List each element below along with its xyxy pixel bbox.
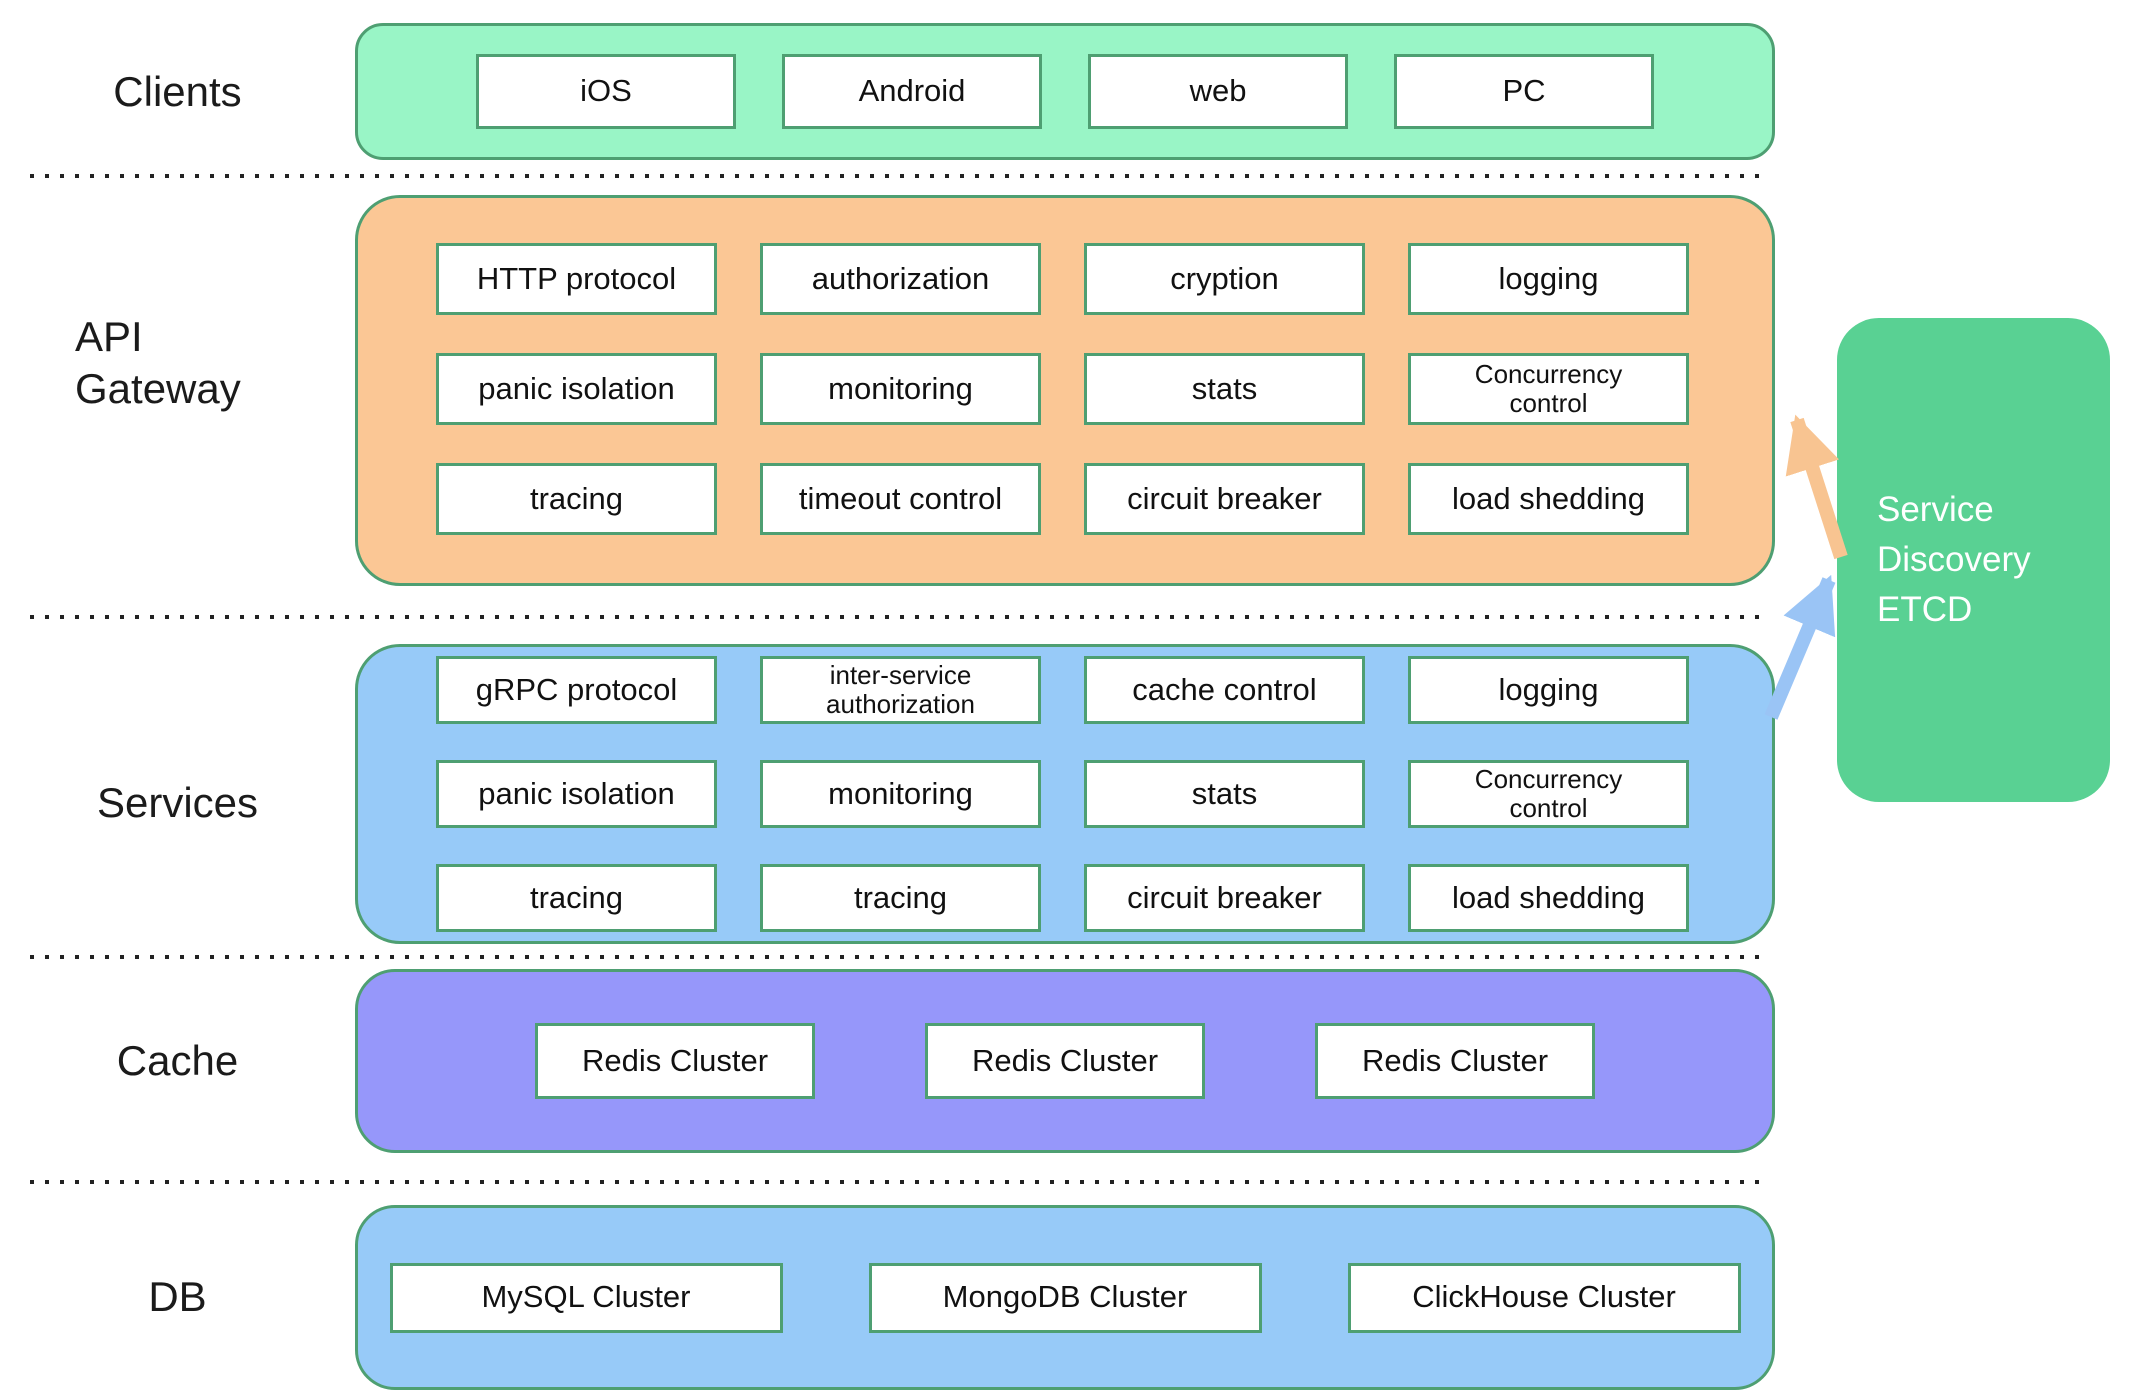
db-box-clickhouse-cluster: ClickHouse Cluster — [1347, 1262, 1741, 1333]
api-gateway-box-monitoring: monitoring — [760, 353, 1041, 425]
layer-label-db: DB — [148, 1273, 207, 1320]
layer-db-band: MySQL Cluster MongoDB Cluster ClickHouse… — [355, 1205, 1775, 1390]
services-box-tracing-2: tracing — [760, 864, 1041, 932]
services-box-inter-service-authorization: inter-service authorization — [760, 656, 1041, 724]
cache-box-redis-cluster-1: Redis Cluster — [535, 1023, 815, 1099]
separator-apigateway-services — [30, 615, 1770, 619]
separator-cache-db — [30, 1180, 1770, 1184]
arrow-etcd-to-api-gateway — [1785, 414, 1848, 560]
separator-clients-apigateway — [30, 174, 1770, 178]
clients-box-android: Android — [782, 54, 1042, 129]
api-gateway-box-http-protocol: HTTP protocol — [436, 243, 717, 315]
services-box-circuit-breaker: circuit breaker — [1084, 864, 1365, 932]
api-gateway-box-stats: stats — [1084, 353, 1365, 425]
api-gateway-box-circuit-breaker: circuit breaker — [1084, 463, 1365, 535]
arrow-services-to-etcd — [1764, 574, 1836, 720]
db-box-mongodb-cluster: MongoDB Cluster — [868, 1262, 1262, 1333]
api-gateway-box-authorization: authorization — [760, 243, 1041, 315]
layer-clients-band: iOS Android web PC — [355, 23, 1775, 160]
api-gateway-box-cryption: cryption — [1084, 243, 1365, 315]
services-box-grpc-protocol: gRPC protocol — [436, 656, 717, 724]
services-box-stats: stats — [1084, 760, 1365, 828]
services-box-monitoring: monitoring — [760, 760, 1041, 828]
api-gateway-box-panic-isolation: panic isolation — [436, 353, 717, 425]
cache-box-redis-cluster-3: Redis Cluster — [1315, 1023, 1595, 1099]
layer-api-gateway-band: HTTP protocol authorization cryption log… — [355, 195, 1775, 586]
api-gateway-box-load-shedding: load shedding — [1408, 463, 1689, 535]
separator-services-cache — [30, 955, 1770, 959]
services-box-load-shedding: load shedding — [1408, 864, 1689, 932]
api-gateway-box-timeout-control: timeout control — [760, 463, 1041, 535]
api-gateway-box-concurrency-control: Concurrency control — [1408, 353, 1689, 425]
api-gateway-box-tracing: tracing — [436, 463, 717, 535]
layer-services-band: gRPC protocol inter-service authorizatio… — [355, 644, 1775, 944]
services-box-logging: logging — [1408, 656, 1689, 724]
layer-label-services: Services — [96, 779, 259, 826]
services-box-panic-isolation: panic isolation — [436, 760, 717, 828]
layer-cache-band: Redis Cluster Redis Cluster Redis Cluste… — [355, 969, 1775, 1153]
clients-box-pc: PC — [1394, 54, 1654, 129]
db-box-mysql-cluster: MySQL Cluster — [389, 1262, 783, 1333]
layer-label-clients: Clients — [113, 68, 242, 115]
layer-label-api-gateway: API Gateway — [25, 311, 330, 415]
services-box-tracing-1: tracing — [436, 864, 717, 932]
layer-label-api-gateway-text: API Gateway — [75, 313, 241, 412]
api-gateway-box-logging: logging — [1408, 243, 1689, 315]
services-box-cache-control: cache control — [1084, 656, 1365, 724]
services-box-concurrency-control: Concurrency control — [1408, 760, 1689, 828]
clients-box-web: web — [1088, 54, 1348, 129]
cache-box-redis-cluster-2: Redis Cluster — [925, 1023, 1205, 1099]
service-discovery-etcd-box: Service Discovery ETCD — [1837, 318, 2110, 802]
service-discovery-etcd-label: Service Discovery ETCD — [1877, 490, 2031, 629]
clients-box-ios: iOS — [476, 54, 736, 129]
layer-label-cache: Cache — [116, 1037, 239, 1084]
